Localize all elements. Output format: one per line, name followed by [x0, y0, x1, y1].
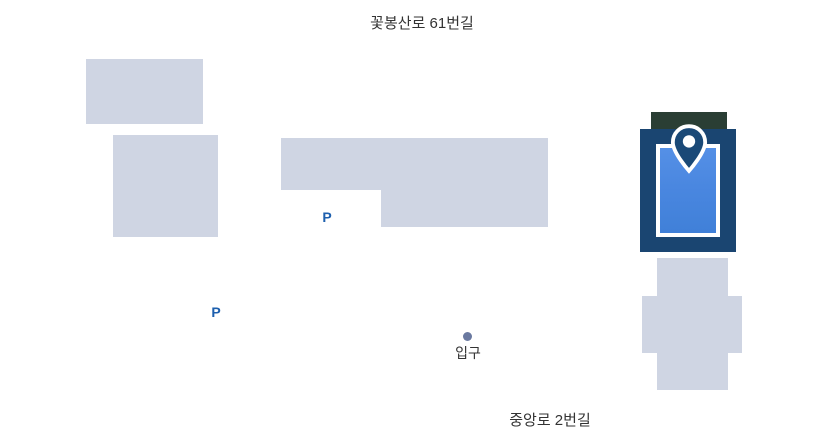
road-label-bottom: 중앙로 2번길 — [509, 412, 591, 429]
location-pin-icon — [670, 124, 708, 174]
destination-building-roof — [651, 112, 727, 132]
parking-marker-1: P — [322, 209, 332, 225]
parking-marker-2: P — [211, 304, 221, 320]
road-label-top: 꽃봉산로 61번길 — [370, 15, 474, 32]
building-block-south-horizontal — [642, 296, 742, 353]
entrance-dot-icon — [463, 332, 472, 341]
building-block-northwest — [86, 59, 203, 124]
building-block-center-wing — [381, 189, 548, 227]
building-block-west — [113, 135, 218, 237]
building-block-center-main — [281, 138, 548, 190]
entrance-label: 입구 — [455, 345, 481, 361]
